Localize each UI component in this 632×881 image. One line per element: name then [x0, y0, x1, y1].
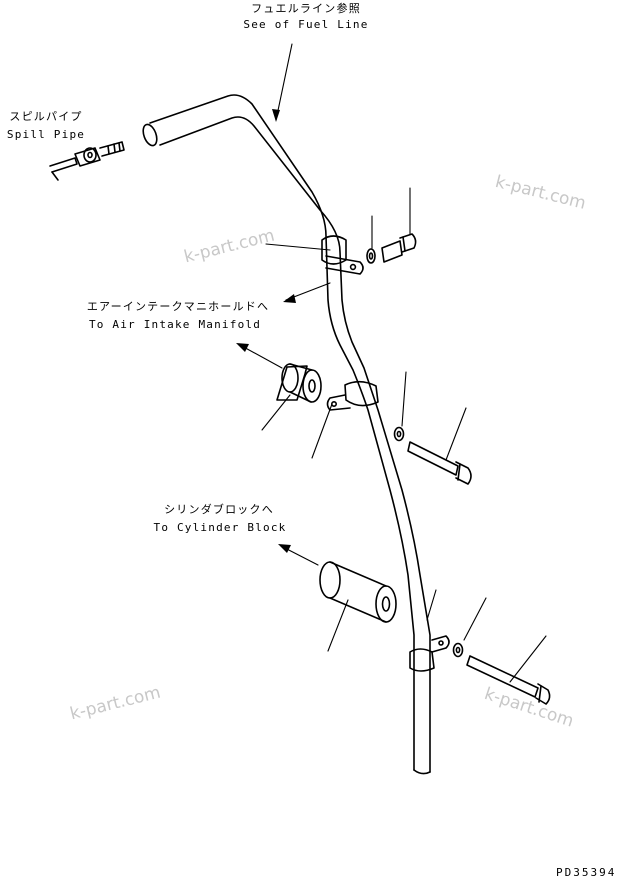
middle-washer [393, 426, 405, 442]
leader-middle-clamp [311, 403, 333, 459]
arrow-air-spacer [236, 343, 249, 352]
spill-pipe-fitting [49, 141, 125, 181]
leader-air-arrow [239, 344, 283, 369]
leader-lower-bolt [509, 635, 547, 683]
pipe-bottom-end [413, 769, 431, 775]
middle-bolt [407, 441, 472, 485]
leader-middle-bolt [445, 407, 467, 461]
lower-washer [452, 642, 464, 658]
upper-clamp [321, 235, 364, 275]
cylinder-block-spacer [319, 561, 397, 623]
arrow-cylinder-block [278, 544, 291, 553]
spill-pipe-label-en: Spill Pipe [6, 128, 86, 141]
air-intake-label-en: To Air Intake Manifold [88, 318, 262, 331]
leader-cyl-spacer [327, 599, 349, 652]
fuel-line-label-jp: フュエルライン参照 [251, 2, 361, 15]
pipe-outline-right [159, 116, 431, 773]
cylinder-block-label-en: To Cylinder Block [153, 521, 287, 534]
pipe-outline-left [149, 94, 415, 771]
upper-bolt [381, 233, 417, 263]
pipe-open-end [142, 123, 158, 147]
lower-bolt [466, 655, 551, 705]
fuel-line-label-en: See of Fuel Line [243, 18, 369, 31]
spill-pipe-label-jp: スピルパイプ [9, 110, 83, 123]
arrow-fuel-line [272, 109, 280, 122]
leader-fuel-line [275, 43, 293, 121]
lower-clamp [409, 635, 450, 672]
leader-air-spacer [261, 394, 291, 431]
air-intake-label-jp: エアーインテークマニホールドへ [86, 300, 270, 313]
cylinder-block-label-jp: シリンダブロックへ [164, 503, 274, 516]
arrow-air-intake [283, 294, 296, 303]
leader-lower-clamp [426, 589, 437, 621]
leader-lower-washer [463, 597, 487, 641]
upper-washer [366, 248, 376, 264]
leader-upper-clamp [265, 243, 331, 251]
air-intake-spacer [276, 363, 322, 403]
drawing-number: PD35394 [556, 866, 617, 879]
leader-middle-washer [401, 371, 407, 427]
